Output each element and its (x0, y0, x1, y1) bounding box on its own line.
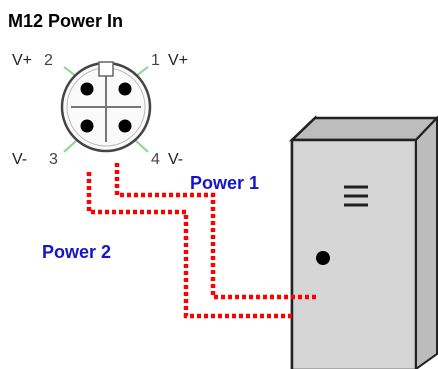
pin-2-number: 2 (44, 52, 53, 69)
power-2-label: Power 2 (42, 242, 111, 262)
cabinet-front (290, 138, 418, 369)
pin-4-signal: V- (168, 151, 183, 168)
coding-key (98, 61, 114, 77)
pin-1-number: 1 (151, 52, 160, 69)
pin-3-signal: V- (12, 151, 27, 168)
power-1-label: Power 1 (190, 173, 259, 193)
pin-4-contact (118, 119, 132, 133)
power-1-wire (114, 163, 318, 300)
m12-connector-icon (60, 61, 152, 153)
pin-2-contact (80, 82, 94, 96)
power-2-wire (86, 172, 294, 319)
cabinet-top (288, 116, 438, 142)
vent-icon (344, 185, 368, 207)
pin-1-contact (118, 82, 132, 96)
diagram-title: M12 Power In (8, 11, 123, 31)
pin-3-contact (80, 119, 94, 133)
pin-4-number: 4 (151, 151, 160, 168)
pin-1-signal: V+ (168, 52, 188, 69)
lock-icon (316, 251, 330, 265)
pin-2-signal: V+ (12, 52, 32, 69)
cabinet-icon (288, 115, 438, 369)
pin-3-number: 3 (49, 151, 58, 168)
